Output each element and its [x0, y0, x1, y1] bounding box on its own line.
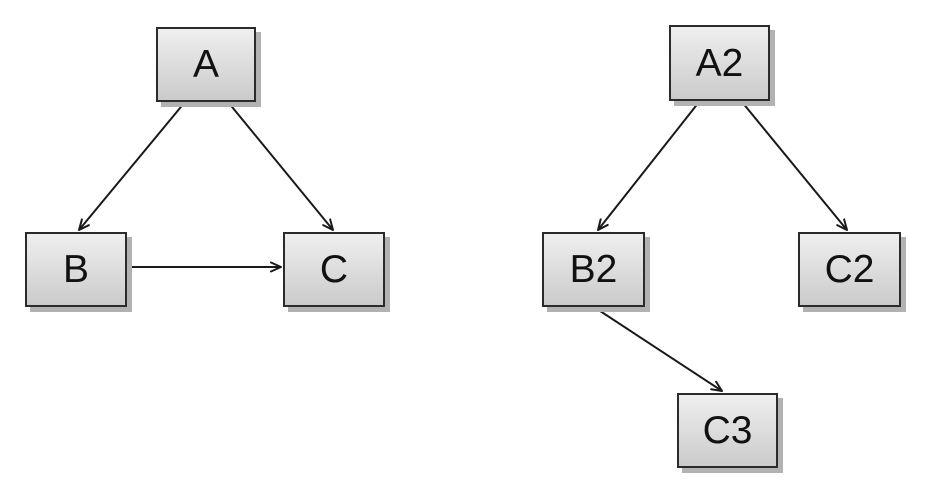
node-label: A2	[695, 41, 744, 85]
edge-a2-b2	[597, 101, 700, 231]
edge-a2-c2	[741, 101, 848, 231]
node-a[interactable]: A	[156, 27, 256, 102]
edge-a-c	[227, 101, 334, 231]
node-label: B	[62, 248, 89, 291]
edge-b2-c3	[593, 306, 723, 392]
edge-a-b	[78, 101, 186, 231]
node-b2[interactable]: B2	[542, 232, 645, 307]
node-label: A	[192, 43, 219, 86]
node-label: B2	[569, 248, 618, 291]
node-b[interactable]: B	[25, 232, 127, 307]
node-label: C	[319, 248, 349, 291]
node-c3[interactable]: C3	[677, 393, 778, 468]
node-label: C2	[824, 248, 875, 291]
node-c[interactable]: C	[283, 232, 385, 307]
node-c2[interactable]: C2	[798, 232, 901, 307]
node-label: C3	[702, 409, 753, 452]
node-a2[interactable]: A2	[669, 25, 770, 101]
